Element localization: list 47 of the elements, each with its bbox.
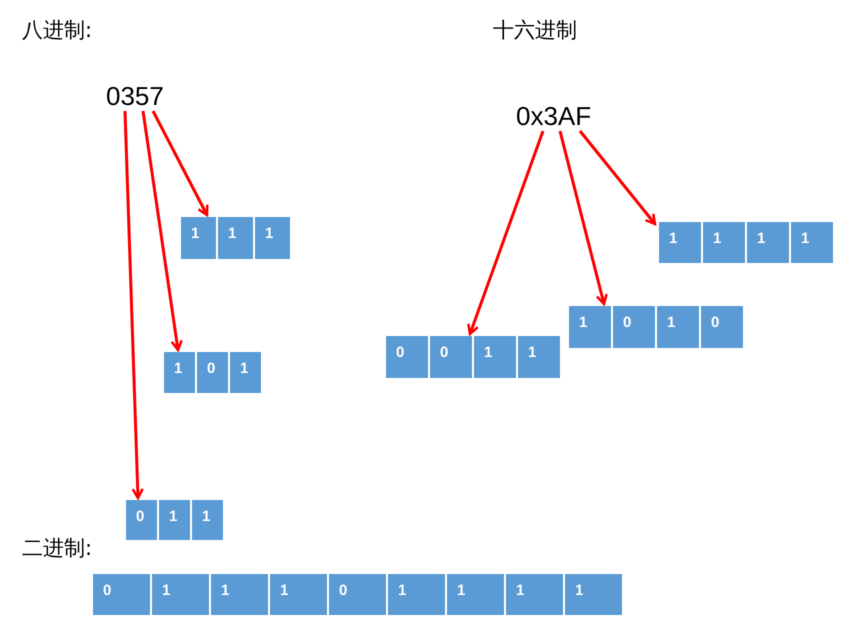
bit-cell: 1 [657, 306, 699, 348]
arrow [124, 110, 144, 500]
bit-group [386, 336, 560, 378]
bit-cell: 1 [270, 574, 327, 615]
bit-cell: 1 [569, 306, 611, 348]
bit-cell: 1 [447, 574, 504, 615]
bit-cell: 0 [197, 352, 228, 393]
bit-group [181, 217, 290, 259]
bit-cell: 1 [218, 217, 253, 259]
bit-cell: 1 [791, 222, 833, 263]
bit-cell: 1 [659, 222, 701, 263]
arrow [558, 130, 608, 306]
bit-cell: 0 [701, 306, 743, 348]
bit-cell: 1 [152, 574, 209, 615]
bit-cell: 1 [506, 574, 563, 615]
arrow [578, 130, 656, 226]
bit-cell: 1 [192, 500, 223, 540]
bit-cell: 1 [565, 574, 622, 615]
bit-cell: 1 [474, 336, 516, 378]
bit-cell: 0 [386, 336, 428, 378]
number-text: 0357 [106, 83, 164, 109]
bit-group [164, 352, 261, 393]
bit-group [569, 306, 743, 348]
bit-cell: 1 [255, 217, 290, 259]
bit-cell: 1 [164, 352, 195, 393]
bit-cell: 0 [613, 306, 655, 348]
bit-cell: 1 [703, 222, 745, 263]
heading-label: 二进制: [22, 538, 92, 559]
bit-cell: 1 [518, 336, 560, 378]
heading-label: 八进制: [22, 20, 92, 41]
heading-label: 十六进制 [493, 20, 577, 41]
bit-cell: 1 [211, 574, 268, 615]
bit-cell: 0 [329, 574, 386, 615]
number-text: 0x3AF [516, 103, 592, 129]
arrow [467, 130, 544, 336]
bit-cell: 0 [126, 500, 157, 540]
bit-cell: 0 [430, 336, 472, 378]
bit-cell: 1 [747, 222, 789, 263]
bit-cell: 0 [93, 574, 150, 615]
bit-cell: 1 [159, 500, 190, 540]
arrow [152, 110, 209, 216]
bit-cell: 1 [181, 217, 216, 259]
bit-group [659, 222, 833, 263]
bit-group [126, 500, 223, 540]
bit-cell: 1 [388, 574, 445, 615]
arrow [142, 110, 183, 352]
bit-cell: 1 [230, 352, 261, 393]
